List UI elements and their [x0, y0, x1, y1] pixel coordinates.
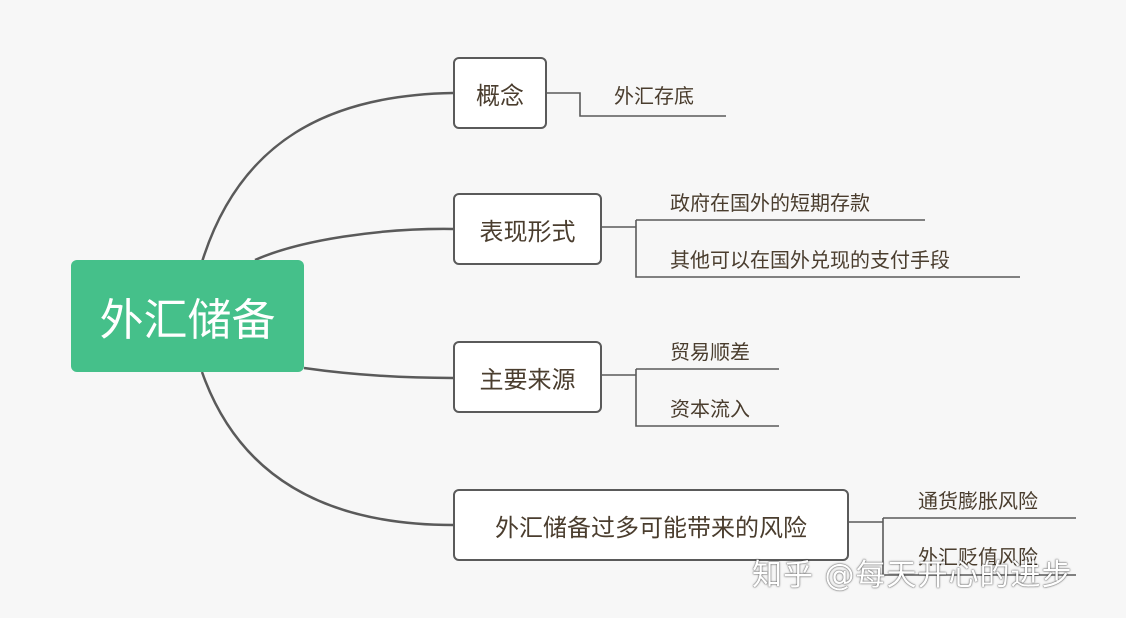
link-root-sources [303, 366, 454, 380]
root-label: 外汇储备 [99, 295, 276, 346]
branch-label: 主要来源 [479, 365, 576, 394]
branch-node-risks[interactable]: 外汇储备过多可能带来的风险 [453, 489, 849, 561]
branch-label: 外汇储备过多可能带来的风险 [495, 513, 807, 542]
link-forms-leaves [601, 219, 1020, 278]
link-root-concept [200, 91, 454, 263]
branch-node-forms[interactable]: 表现形式 [453, 193, 602, 265]
link-root-forms [254, 227, 454, 262]
leaf-node[interactable]: 通货膨胀风险 [918, 489, 1038, 513]
root-node[interactable]: 外汇储备 [71, 260, 304, 372]
leaf-node[interactable]: 外汇存底 [614, 84, 694, 108]
branch-label: 表现形式 [479, 217, 576, 246]
watermark: 知乎 @每天开心的进步 [752, 558, 1073, 593]
link-risks-leaves [848, 517, 1076, 576]
leaf-node[interactable]: 资本流入 [670, 397, 750, 421]
link-root-risks [200, 371, 454, 527]
leaf-node[interactable]: 其他可以在国外兑现的支付手段 [670, 248, 950, 272]
leaf-node[interactable]: 贸易顺差 [670, 340, 750, 364]
link-concept-leaves [547, 92, 726, 117]
branch-node-sources[interactable]: 主要来源 [453, 341, 602, 413]
branch-node-concept[interactable]: 概念 [453, 57, 547, 129]
link-sources-leaves [602, 368, 779, 427]
leaf-node[interactable]: 政府在国外的短期存款 [670, 191, 870, 215]
leaf-node[interactable]: 外汇贬值风险 [918, 545, 1038, 569]
branch-label: 概念 [476, 81, 524, 110]
